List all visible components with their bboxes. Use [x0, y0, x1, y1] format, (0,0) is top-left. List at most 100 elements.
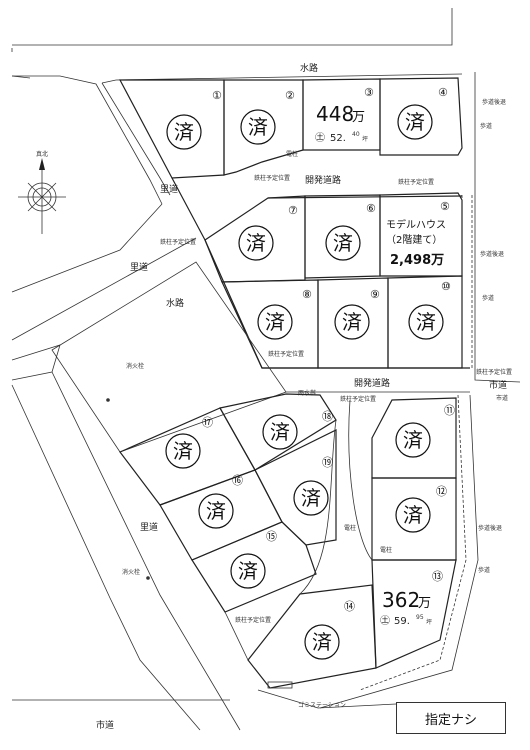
lot-4-sold-marker: 済 — [397, 104, 433, 140]
svg-text:済: 済 — [301, 486, 321, 510]
lot-1[interactable] — [119, 79, 225, 179]
city-road-bottom-label: 市道 — [96, 719, 114, 731]
open-area — [51, 261, 287, 453]
lot-19[interactable] — [254, 429, 337, 546]
legend-label: 指定ナシ — [424, 712, 477, 728]
lot-number: ③ — [364, 86, 374, 99]
lot-18-sold-marker: 済 — [262, 414, 298, 450]
north-compass: 真北 — [18, 150, 66, 234]
lot-3-price-unit: 万 — [352, 110, 365, 125]
road-labels: 水路 開発道路 開発道路 里道 里道 里道 水路 市道 市道 — [96, 62, 507, 731]
lot-3-area: 52. — [330, 133, 346, 144]
lot-2-sold-marker: 済 — [240, 109, 276, 145]
svg-text:済: 済 — [416, 310, 436, 334]
legend-box: 指定ナシ — [396, 702, 506, 734]
pole-label: 鉄柱予定位置 — [254, 174, 290, 182]
lot-14-sold-marker: 済 — [304, 624, 340, 660]
svg-text:済: 済 — [173, 439, 193, 463]
lot-14[interactable] — [247, 584, 377, 689]
lot-7-sold-marker: 済 — [238, 225, 274, 261]
svg-text:済: 済 — [270, 420, 290, 444]
dev-road-lower-label: 開発道路 — [354, 377, 390, 389]
lot-number: ⑪ — [444, 404, 455, 417]
svg-text:済: 済 — [342, 310, 362, 334]
lot-18[interactable] — [219, 393, 337, 471]
svg-text:済: 済 — [333, 231, 353, 255]
lot-15-sold-marker: 済 — [230, 553, 266, 589]
lot-number: ⑨ — [370, 288, 380, 301]
svg-text:済: 済 — [246, 231, 266, 255]
lot-number: ④ — [438, 86, 448, 99]
lot-13-area: 59. — [394, 616, 410, 627]
sidewalk-label: 歩道 — [478, 566, 490, 574]
pole-label: 鉄柱予定位置 — [398, 178, 434, 186]
dev-road-upper-label: 開発道路 — [305, 174, 341, 186]
svg-text:済: 済 — [403, 503, 423, 527]
lot-number: ⑥ — [366, 202, 376, 215]
city-road-right-label: 市道 — [489, 379, 507, 391]
pole-label: 鉄柱予定位置 — [340, 395, 376, 403]
garbage-station-icon — [267, 681, 293, 689]
model-house-label: モデルハウス — [386, 218, 446, 231]
svg-text:済: 済 — [312, 630, 332, 654]
pole-label: 鉄柱予定位置 — [160, 238, 196, 246]
small-annotations: 鉄柱予定位置 鉄柱予定位置 鉄柱予定位置 鉄柱予定位置 鉄柱予定位置 鉄柱予定位… — [106, 98, 512, 709]
road-outlines — [11, 8, 521, 731]
lot-13-area-decimal: 95 — [416, 614, 424, 621]
sold-markers: 済 済 済 済 済 済 済 済 済 済 済 済 済 済 済 済 — [165, 104, 444, 660]
lot-3-price-block: 448 万 ㊏ 52. 40 坪 — [315, 102, 368, 144]
lot-5[interactable] — [379, 192, 463, 277]
waterway-mid-label: 水路 — [166, 297, 184, 309]
north-arrow-icon — [39, 158, 45, 170]
hydrant-label: 消火栓 — [126, 362, 144, 370]
lot-number: ⑬ — [432, 570, 443, 583]
hydrant-icon — [146, 576, 150, 580]
lot-number: ⑦ — [288, 204, 298, 217]
lot-16-sold-marker: 済 — [198, 493, 234, 529]
sidewalk-label: 歩道後退 — [482, 98, 506, 106]
lot-19-sold-marker: 済 — [293, 480, 329, 516]
lot-number: ⑮ — [266, 530, 277, 543]
electric-pole-label: 電柱 — [380, 546, 392, 554]
lot-15[interactable] — [191, 521, 317, 613]
garbage-station-label: ゴミステーション — [298, 701, 346, 709]
lot-4[interactable] — [379, 77, 463, 156]
lot-1-sold-marker: 済 — [166, 114, 202, 150]
catch-basin-label: 雨水桝 — [298, 389, 316, 397]
sidewalk-label: 歩道 — [482, 294, 494, 302]
lot-13-price: 362 — [382, 588, 420, 612]
lot-11[interactable] — [371, 397, 457, 479]
sidewalk-label: 歩道後退 — [480, 250, 504, 258]
lot-13[interactable] — [371, 559, 457, 669]
model-house-floors: （2階建て） — [386, 233, 442, 246]
lot-13-area-unit: 坪 — [426, 618, 432, 626]
svg-text:済: 済 — [248, 115, 268, 139]
model-house-price: 2,498万 — [390, 253, 444, 268]
lot-3-area-unit: 坪 — [362, 135, 368, 143]
hydrant-label: 消火栓 — [122, 568, 140, 576]
lot-3-price: 448 — [316, 102, 354, 126]
sidewalk-label: 歩道後退 — [478, 524, 502, 532]
lot-11-sold-marker: 済 — [395, 422, 431, 458]
city-road-small-label: 市道 — [496, 394, 508, 402]
lot-10-sold-marker: 済 — [408, 304, 444, 340]
svg-text:済: 済 — [405, 110, 425, 134]
lot-number: ⑩ — [441, 280, 451, 293]
electric-pole-label: 電柱 — [286, 150, 298, 158]
lot-number: ⑭ — [344, 600, 355, 613]
lot-9-sold-marker: 済 — [334, 304, 370, 340]
lot-number: ② — [285, 89, 295, 102]
pole-label: 鉄柱予定位置 — [268, 350, 304, 358]
private-road-a-label: 里道 — [160, 183, 178, 195]
lot-number: ⑰ — [202, 416, 213, 429]
private-road-c-label: 里道 — [140, 521, 158, 533]
compass-label: 真北 — [36, 150, 48, 158]
svg-text:済: 済 — [265, 310, 285, 334]
lot-13-price-unit: 万 — [418, 596, 431, 611]
lot-number: ① — [212, 89, 222, 102]
svg-text:済: 済 — [206, 499, 226, 523]
hydrant-icon — [106, 398, 110, 402]
land-icon: ㊏ — [380, 615, 390, 627]
svg-text:済: 済 — [174, 120, 194, 144]
